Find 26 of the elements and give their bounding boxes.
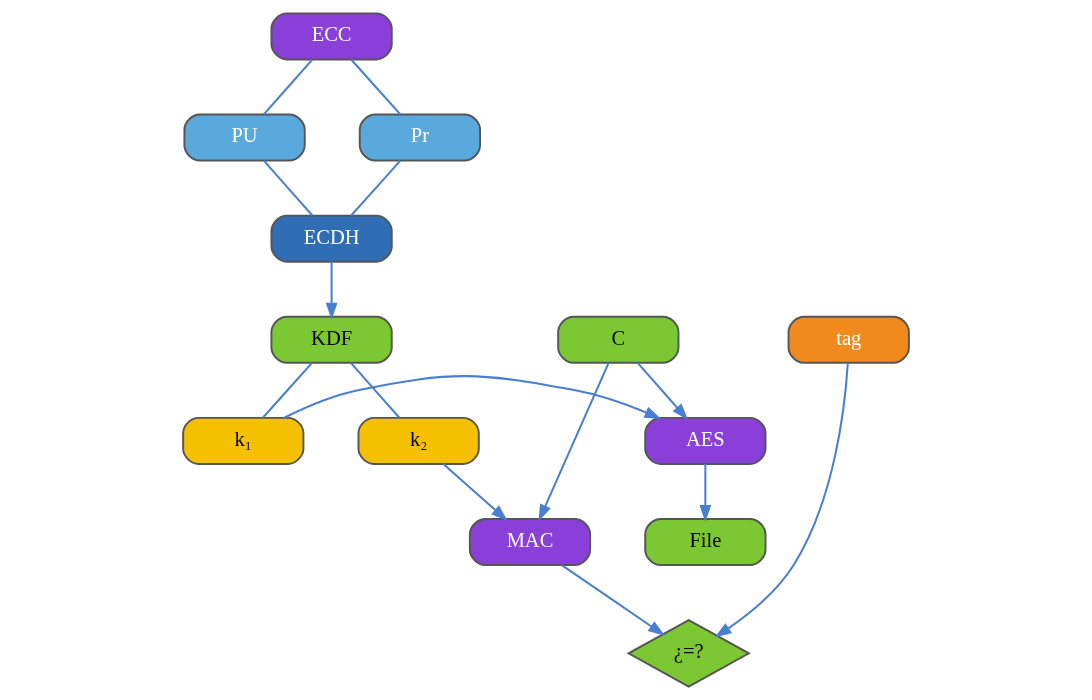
arrow xyxy=(699,464,712,522)
node-box: Pr xyxy=(358,113,482,162)
node-box: File xyxy=(644,518,767,566)
arrow xyxy=(714,362,849,638)
arrow xyxy=(538,362,610,522)
arrow xyxy=(561,564,665,636)
arrow xyxy=(325,261,338,320)
connector xyxy=(263,160,314,217)
node-box: k₁ xyxy=(182,416,305,465)
node-box: k₂ xyxy=(357,416,480,465)
arrow xyxy=(283,375,662,419)
connector xyxy=(350,362,401,419)
node-box: ECC xyxy=(270,12,393,61)
node-box: ECDH xyxy=(270,214,393,263)
node-box: MAC xyxy=(468,518,592,566)
node-box: AES xyxy=(644,416,767,465)
connector xyxy=(350,160,402,217)
node-box: C xyxy=(557,315,680,364)
connector xyxy=(350,58,402,116)
arrow xyxy=(636,362,689,421)
arrow xyxy=(442,463,508,521)
node-box: tag xyxy=(787,315,910,364)
connector xyxy=(263,58,314,116)
node-box: KDF xyxy=(270,315,393,364)
node-box: PU xyxy=(183,113,306,162)
connector xyxy=(262,362,313,419)
